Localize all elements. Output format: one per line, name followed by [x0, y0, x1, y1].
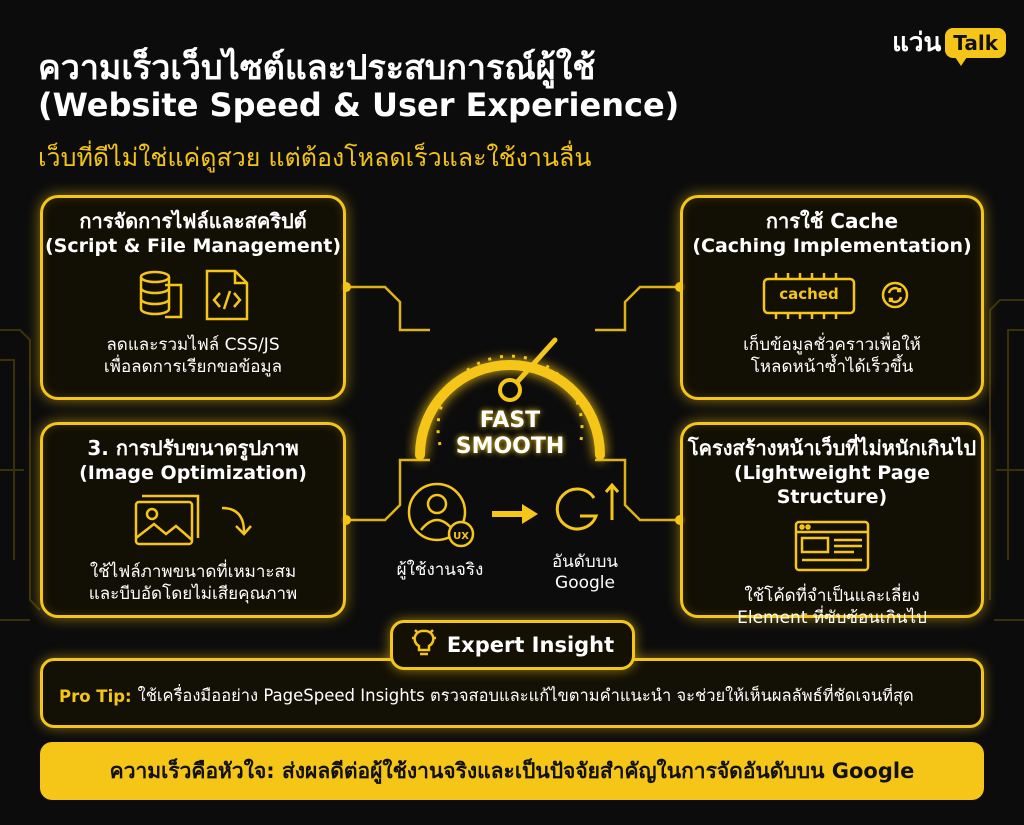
- card-desc-line-2: เพื่อลดการเรียกขอข้อมูล: [103, 357, 283, 377]
- card-subtitle: (Lightweight Page Structure): [733, 462, 930, 508]
- code-file-icon: [203, 267, 251, 327]
- card-desc-line-2: Element ที่ซับซ้อนเกินไป: [737, 608, 927, 628]
- card-lightweight-structure: โครงสร้างหน้าเว็บที่ไม่หนักเกินไป (Light…: [680, 422, 984, 628]
- gauge-label-smooth: SMOOTH: [455, 434, 565, 459]
- ux-badge: UX: [453, 531, 469, 542]
- page-title-thai: ความเร็วเว็บไซต์และประสบการณ์ผู้ใช้: [38, 48, 596, 88]
- speed-gauge: FAST SMOOTH: [405, 290, 615, 470]
- card-desc-line-1: เก็บข้อมูลชั่วคราวเพื่อให้: [743, 335, 921, 355]
- user-label: ผู้ใช้งานจริง: [396, 560, 484, 580]
- file-stack-icon: [135, 267, 187, 327]
- chip-icon: cached: [754, 269, 864, 325]
- card-caching: การใช้ Cache (Caching Implementation) ca…: [680, 195, 984, 400]
- google-label-line-2: Google: [555, 573, 615, 593]
- expert-insight-badge: Expert Insight: [390, 620, 635, 670]
- chip-label: cached: [779, 285, 839, 303]
- google-label-line-1: อันดับบน: [551, 552, 619, 572]
- summary-banner: ความเร็วคือหัวใจ: ส่งผลดีต่อผู้ใช้งานจริ…: [40, 742, 984, 800]
- flow-google: อันดับบน Google: [530, 480, 640, 594]
- card-desc-line-1: ใช้โค้ดที่จำเป็นและเลี่ยง: [744, 586, 920, 606]
- card-desc-line-1: ลดและรวมไฟล์ CSS/JS: [106, 335, 280, 355]
- expert-insight-label: Expert Insight: [446, 633, 615, 657]
- card-desc-line-2: และบีบอัดโดยไม่เสียคุณภาพ: [88, 584, 298, 604]
- card-subtitle: (Script & File Management): [44, 235, 342, 257]
- card-title: 3. การปรับขนาดรูปภาพ: [87, 436, 299, 460]
- page-subtitle: เว็บที่ดีไม่ใช่แค่ดูสวย แต่ต้องโหลดเร็วแ…: [38, 143, 592, 172]
- brand-logo: แว่น Talk: [892, 22, 1006, 66]
- card-desc-line-2: โหลดหน้าซ้ำได้เร็วขึ้น: [750, 357, 914, 377]
- google-icon: [550, 480, 620, 540]
- pro-tip-text: ใช้เครื่องมืออย่าง PageSpeed Insights ตร…: [137, 686, 914, 705]
- logo-word: แว่น: [892, 28, 942, 58]
- refresh-icon: [880, 280, 910, 314]
- card-title: การจัดการไฟล์และสคริปต์: [79, 209, 307, 233]
- speedometer-icon: [415, 337, 605, 460]
- page-title-english: (Website Speed & User Experience): [38, 86, 680, 124]
- arrow-right-icon: [490, 502, 540, 530]
- card-subtitle: (Caching Implementation): [692, 235, 972, 257]
- image-icon: [132, 494, 202, 554]
- arrow-curve-icon: [218, 502, 254, 546]
- pro-tip-label: Pro Tip:: [59, 686, 132, 706]
- lightbulb-icon: [411, 628, 437, 662]
- card-desc-line-1: ใช้ไฟล์ภาพขนาดที่เหมาะสม: [89, 562, 297, 582]
- logo-bubble: Talk: [945, 27, 1006, 66]
- card-script-file-management: การจัดการไฟล์และสคริปต์ (Script & File M…: [40, 195, 346, 400]
- flow-user: UX ผู้ใช้งานจริง: [380, 480, 500, 581]
- webpage-layout-icon: [792, 518, 872, 578]
- card-image-optimization: 3. การปรับขนาดรูปภาพ (Image Optimization…: [40, 422, 346, 618]
- gauge-label-fast: FAST: [479, 408, 541, 433]
- user-icon: UX: [405, 480, 475, 550]
- card-title: การใช้ Cache: [765, 209, 899, 233]
- card-subtitle: (Image Optimization): [79, 462, 307, 484]
- card-title: โครงสร้างหน้าเว็บที่ไม่หนักเกินไป: [687, 436, 977, 460]
- arrow-up-icon: [604, 482, 620, 520]
